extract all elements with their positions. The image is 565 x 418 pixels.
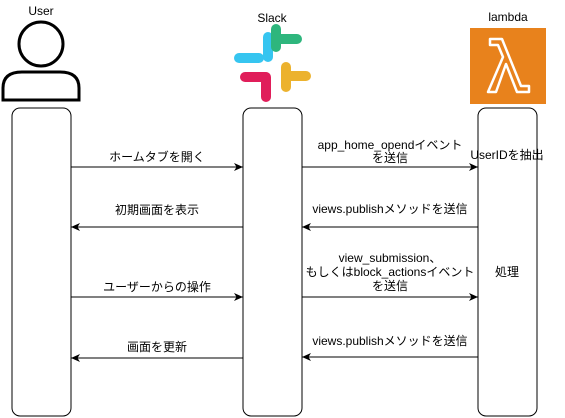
message-views-publish-2: views.publishメソッドを送信 — [312, 333, 467, 348]
lifeline-user — [11, 107, 72, 417]
message-user-action: ユーザーからの操作 — [103, 279, 211, 294]
user-person-icon — [1, 20, 81, 102]
message-view-submission-line2: もしくはblock_actionsイベント — [306, 265, 475, 279]
aws-lambda-icon — [470, 28, 546, 104]
message-app-home-opend-line1: app_home_opendイベント — [318, 138, 463, 152]
actor-label-user: User — [28, 4, 53, 18]
lambda-note-process: 処理 — [495, 265, 519, 279]
lifeline-slack — [242, 107, 303, 417]
message-app-home-opend-line2: を送信 — [372, 150, 408, 165]
message-show-initial-screen: 初期画面を表示 — [115, 203, 199, 217]
message-view-submission-line1: view_submission、 — [339, 251, 442, 265]
lifeline-lambda — [477, 107, 538, 417]
message-open-home-tab: ホームタブを開く — [109, 149, 205, 164]
message-view-submission-line3: を送信 — [372, 278, 408, 293]
actor-label-lambda: lambda — [488, 10, 528, 24]
lambda-note-extract: UserIDを抽出 — [470, 148, 543, 162]
message-views-publish-1: views.publishメソッドを送信 — [312, 201, 467, 216]
message-update-screen: 画面を更新 — [127, 339, 187, 354]
actor-label-slack: Slack — [257, 11, 287, 25]
slack-logo-icon — [234, 24, 311, 102]
